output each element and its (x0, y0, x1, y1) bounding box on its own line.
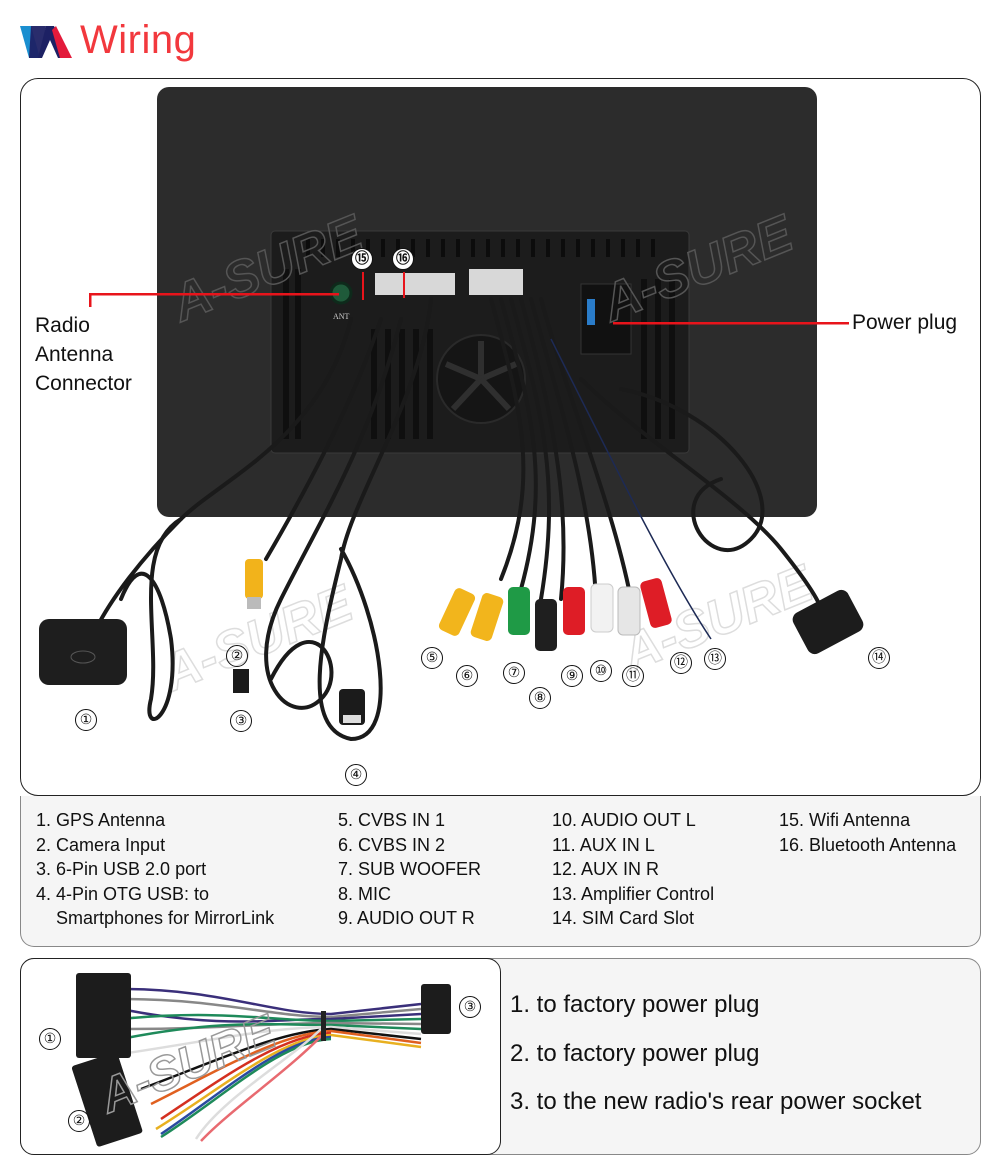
legend-item: 6. CVBS IN 2 (338, 834, 446, 855)
connector-block-b (469, 269, 523, 295)
marker-1: ① (75, 709, 97, 731)
harness-illustration: A-SURE (20, 958, 501, 1155)
radio-antenna-connector-label: Radio Antenna Connector (35, 314, 132, 395)
rca-cvbs-in-2 (470, 593, 504, 641)
legend-item: 13. Amplifier Control (552, 883, 715, 904)
marker-10: ⑩ (590, 660, 612, 682)
marker-5: ⑤ (421, 647, 443, 669)
legend-panel (20, 796, 981, 947)
usb-port-3 (233, 669, 249, 693)
harness-item-2: 2. to factory power plug (510, 1040, 760, 1067)
marker-6: ⑥ (456, 665, 478, 687)
harness-item-1: 1. to factory power plug (510, 991, 760, 1018)
rca-cvbs-in-1 (438, 588, 476, 636)
radio-antenna-callout-line (89, 293, 339, 296)
marker-7: ⑦ (503, 662, 525, 684)
marker-13: ⑬ (704, 648, 726, 670)
legend-column-2: 5. CVBS IN 1 6. CVBS IN 2 7. SUB WOOFER … (338, 808, 481, 931)
legend-item: 3. 6-Pin USB 2.0 port (36, 859, 207, 880)
marker-2: ② (226, 645, 248, 667)
legend-column-4: 15. Wifi Antenna 16. Bluetooth Antenna (779, 808, 956, 857)
marker-14: ⑭ (868, 647, 890, 669)
legend-column-1: 1. GPS Antenna 2. Camera Input 3. 6-Pin … (36, 808, 274, 931)
harness-marker-3: ③ (459, 996, 481, 1018)
usb-cable-3 (264, 317, 403, 710)
rca-sub-woofer (508, 587, 530, 635)
marker-15: ⑮ (351, 248, 373, 270)
legend-item: 5. CVBS IN 1 (338, 810, 446, 830)
harness-connector-1 (76, 973, 131, 1058)
legend-item: 7. SUB WOOFER (338, 859, 482, 880)
marker-4: ④ (345, 764, 367, 786)
marker-12: ⑫ (670, 652, 692, 674)
legend-item: 4. 4-Pin OTG USB: to (36, 883, 210, 904)
legend-item: 2. Camera Input (36, 834, 166, 855)
legend-item: 1. GPS Antenna (36, 810, 166, 830)
va-brand-logo-icon (20, 26, 72, 58)
marker-3: ③ (230, 710, 252, 732)
camera-cable (264, 317, 383, 561)
marker-16: ⑯ (392, 248, 414, 270)
legend-item: 15. Wifi Antenna (779, 810, 911, 830)
legend-item: 9. AUDIO OUT R (338, 908, 475, 929)
camera-rca-plug (245, 559, 263, 599)
ant-label: ANT (333, 312, 350, 321)
usb-cable-4 (317, 297, 433, 742)
amp-control-wire (550, 338, 712, 640)
legend-item: 8. MIC (338, 883, 392, 904)
power-plug-callout-line (613, 322, 849, 325)
gps-cable (94, 317, 353, 631)
harness-marker-1: ① (39, 1028, 61, 1050)
power-plug-socket (580, 283, 632, 355)
legend-item: 10. AUDIO OUT L (552, 810, 696, 830)
rca-aux-in-l (617, 586, 641, 636)
gps-cable-coil (119, 517, 183, 721)
legend-item: 16. Bluetooth Antenna (779, 834, 957, 855)
power-plug-label: Power plug (852, 311, 958, 334)
wiring-diagram-panel: ANT A-SURE A-SURE A-SURE A-SURE (20, 78, 981, 796)
sim-card-slot (792, 589, 864, 655)
marker-9: ⑨ (561, 665, 583, 687)
rca-audio-out-r (563, 587, 585, 635)
legend-item: 11. AUX IN L (552, 834, 655, 855)
jack-mic (535, 599, 557, 651)
marker-8: ⑧ (529, 687, 551, 709)
gps-antenna (39, 619, 127, 685)
rca-aux-in-r (640, 578, 672, 628)
head-unit-rear-illustration: ANT A-SURE A-SURE A-SURE A-SURE (39, 87, 864, 742)
legend-column-3: 10. AUDIO OUT L 11. AUX IN L 12. AUX IN … (552, 808, 714, 931)
harness-connector-3 (421, 984, 451, 1034)
rca-audio-out-l (590, 583, 614, 633)
legend-item: 14. SIM Card Slot (552, 908, 695, 929)
page-title: Wiring (80, 18, 197, 62)
legend-item-continuation: Smartphones for MirrorLink (56, 908, 275, 929)
harness-item-3: 3. to the new radio's rear power socket (510, 1088, 922, 1115)
connector-block-a (375, 273, 455, 295)
harness-marker-2: ② (68, 1110, 90, 1132)
legend-item: 12. AUX IN R (552, 859, 660, 880)
marker-11: ⑪ (622, 665, 644, 687)
